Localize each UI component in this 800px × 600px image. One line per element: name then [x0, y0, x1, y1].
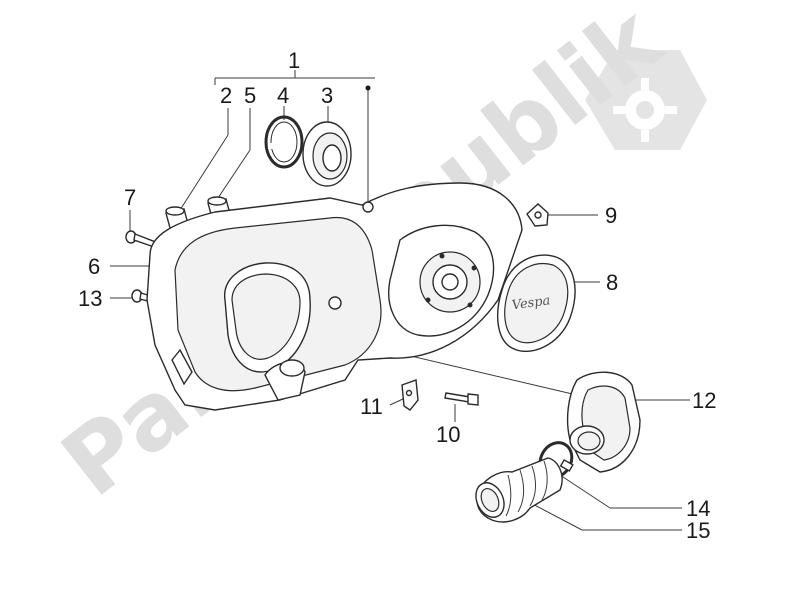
callout-4: 4	[277, 83, 289, 108]
callout-5: 5	[244, 83, 256, 108]
part-12-air-duct	[566, 371, 641, 473]
part-6-crankcase-cover	[146, 182, 523, 411]
part-10-bolt	[444, 392, 479, 406]
callout-11: 11	[360, 394, 383, 419]
callout-15: 15	[686, 518, 710, 543]
part-3-bearing	[302, 121, 352, 187]
callout-9: 9	[605, 203, 617, 228]
part-4-circlip	[264, 115, 304, 169]
callout-13: 13	[78, 286, 102, 311]
callout-12: 12	[692, 388, 716, 413]
callout-labels: 1 2 3 4 5 6 7 8 9 10 11 12 13 14 15	[78, 48, 716, 543]
part-8-logo-cover: Vespa	[497, 254, 576, 353]
part-15-bellows-hose	[475, 457, 563, 523]
part-9-clip	[526, 203, 549, 227]
callout-2: 2	[220, 83, 232, 108]
callout-6: 6	[88, 254, 100, 279]
vespa-logo: Vespa	[511, 293, 551, 313]
callout-1: 1	[288, 48, 300, 73]
callout-10: 10	[436, 422, 460, 447]
callout-14: 14	[686, 496, 710, 521]
callout-8: 8	[606, 270, 618, 295]
part-11-bracket	[401, 379, 419, 411]
callout-3: 3	[321, 83, 333, 108]
gear-icon	[585, 50, 707, 150]
callout-7: 7	[124, 185, 136, 210]
